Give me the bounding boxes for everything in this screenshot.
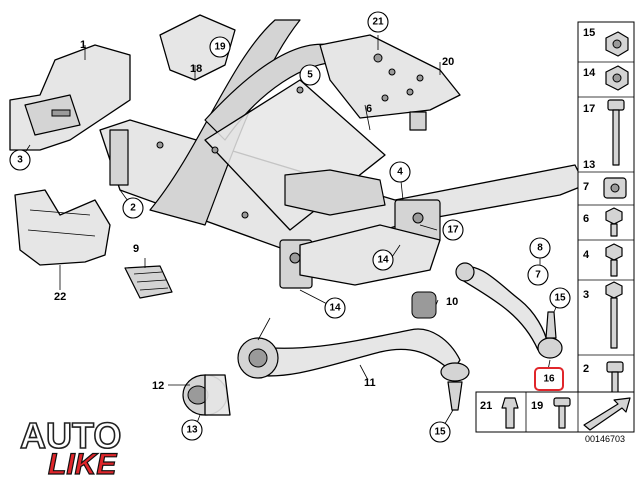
callout-3: 3 <box>17 155 23 166</box>
callout-14b: 14 <box>329 303 341 314</box>
legend-label-4: 4 <box>583 249 590 261</box>
callout-18: 18 <box>190 63 202 75</box>
callout-16: 16 <box>543 374 555 385</box>
bottom-label-19: 19 <box>531 400 543 412</box>
stone-guard-plate <box>319 34 461 131</box>
legend-label-14: 14 <box>583 67 596 79</box>
callout-14a: 14 <box>377 255 389 266</box>
callout-9: 9 <box>133 243 139 255</box>
mounting-bracket <box>124 265 173 299</box>
callout-1: 1 <box>80 39 86 51</box>
callout-15a: 15 <box>554 293 566 304</box>
legend-label-3: 3 <box>583 289 589 301</box>
callout-4: 4 <box>397 167 403 178</box>
legend-label-15: 15 <box>583 27 595 39</box>
callout-6: 6 <box>366 103 372 115</box>
legend-label-2: 2 <box>583 363 589 375</box>
side-member <box>9 44 131 151</box>
document-number: 00146703 <box>585 434 625 444</box>
underbody-shield <box>14 189 111 266</box>
callout-2: 2 <box>130 203 136 214</box>
bottom-hardware-panel: 21 19 <box>475 391 635 433</box>
front-axle-subframe <box>99 19 586 289</box>
callout-21: 21 <box>372 17 384 28</box>
legend-label-6: 6 <box>583 213 589 225</box>
autolike-logo: AUTO LIKE <box>19 414 122 480</box>
callout-8: 8 <box>537 243 543 254</box>
logo-text-like: LIKE <box>48 448 117 480</box>
upper-cover <box>159 14 236 81</box>
callout-10: 10 <box>446 296 458 308</box>
callout-22: 22 <box>54 291 66 303</box>
callout-17: 17 <box>447 225 459 236</box>
rubber-bushing <box>182 374 231 416</box>
legend-label-13: 13 <box>583 159 595 171</box>
strut-bushing <box>411 291 437 319</box>
arrow-icon <box>583 397 631 431</box>
legend-label-7: 7 <box>583 181 589 193</box>
hardware-legend-panel: 15 14 17 13 7 6 4 3 2 <box>577 21 635 413</box>
callout-7: 7 <box>535 270 541 281</box>
callout-16-highlight <box>534 367 564 391</box>
callout-20: 20 <box>442 56 454 68</box>
control-arm <box>237 328 470 411</box>
callout-11: 11 <box>364 377 376 389</box>
callout-15b: 15 <box>434 427 446 438</box>
legend-label-17: 17 <box>583 103 595 115</box>
logo-text-auto: AUTO <box>20 415 121 456</box>
tension-strut <box>455 262 563 359</box>
callout-13: 13 <box>186 425 198 436</box>
callout-12: 12 <box>152 380 164 392</box>
callouts: 1 2 3 4 5 6 7 8 9 10 11 12 13 14 14 15 1… <box>9 11 571 443</box>
bottom-label-21: 21 <box>480 400 492 412</box>
callout-5: 5 <box>307 70 313 81</box>
callout-19: 19 <box>214 42 226 53</box>
